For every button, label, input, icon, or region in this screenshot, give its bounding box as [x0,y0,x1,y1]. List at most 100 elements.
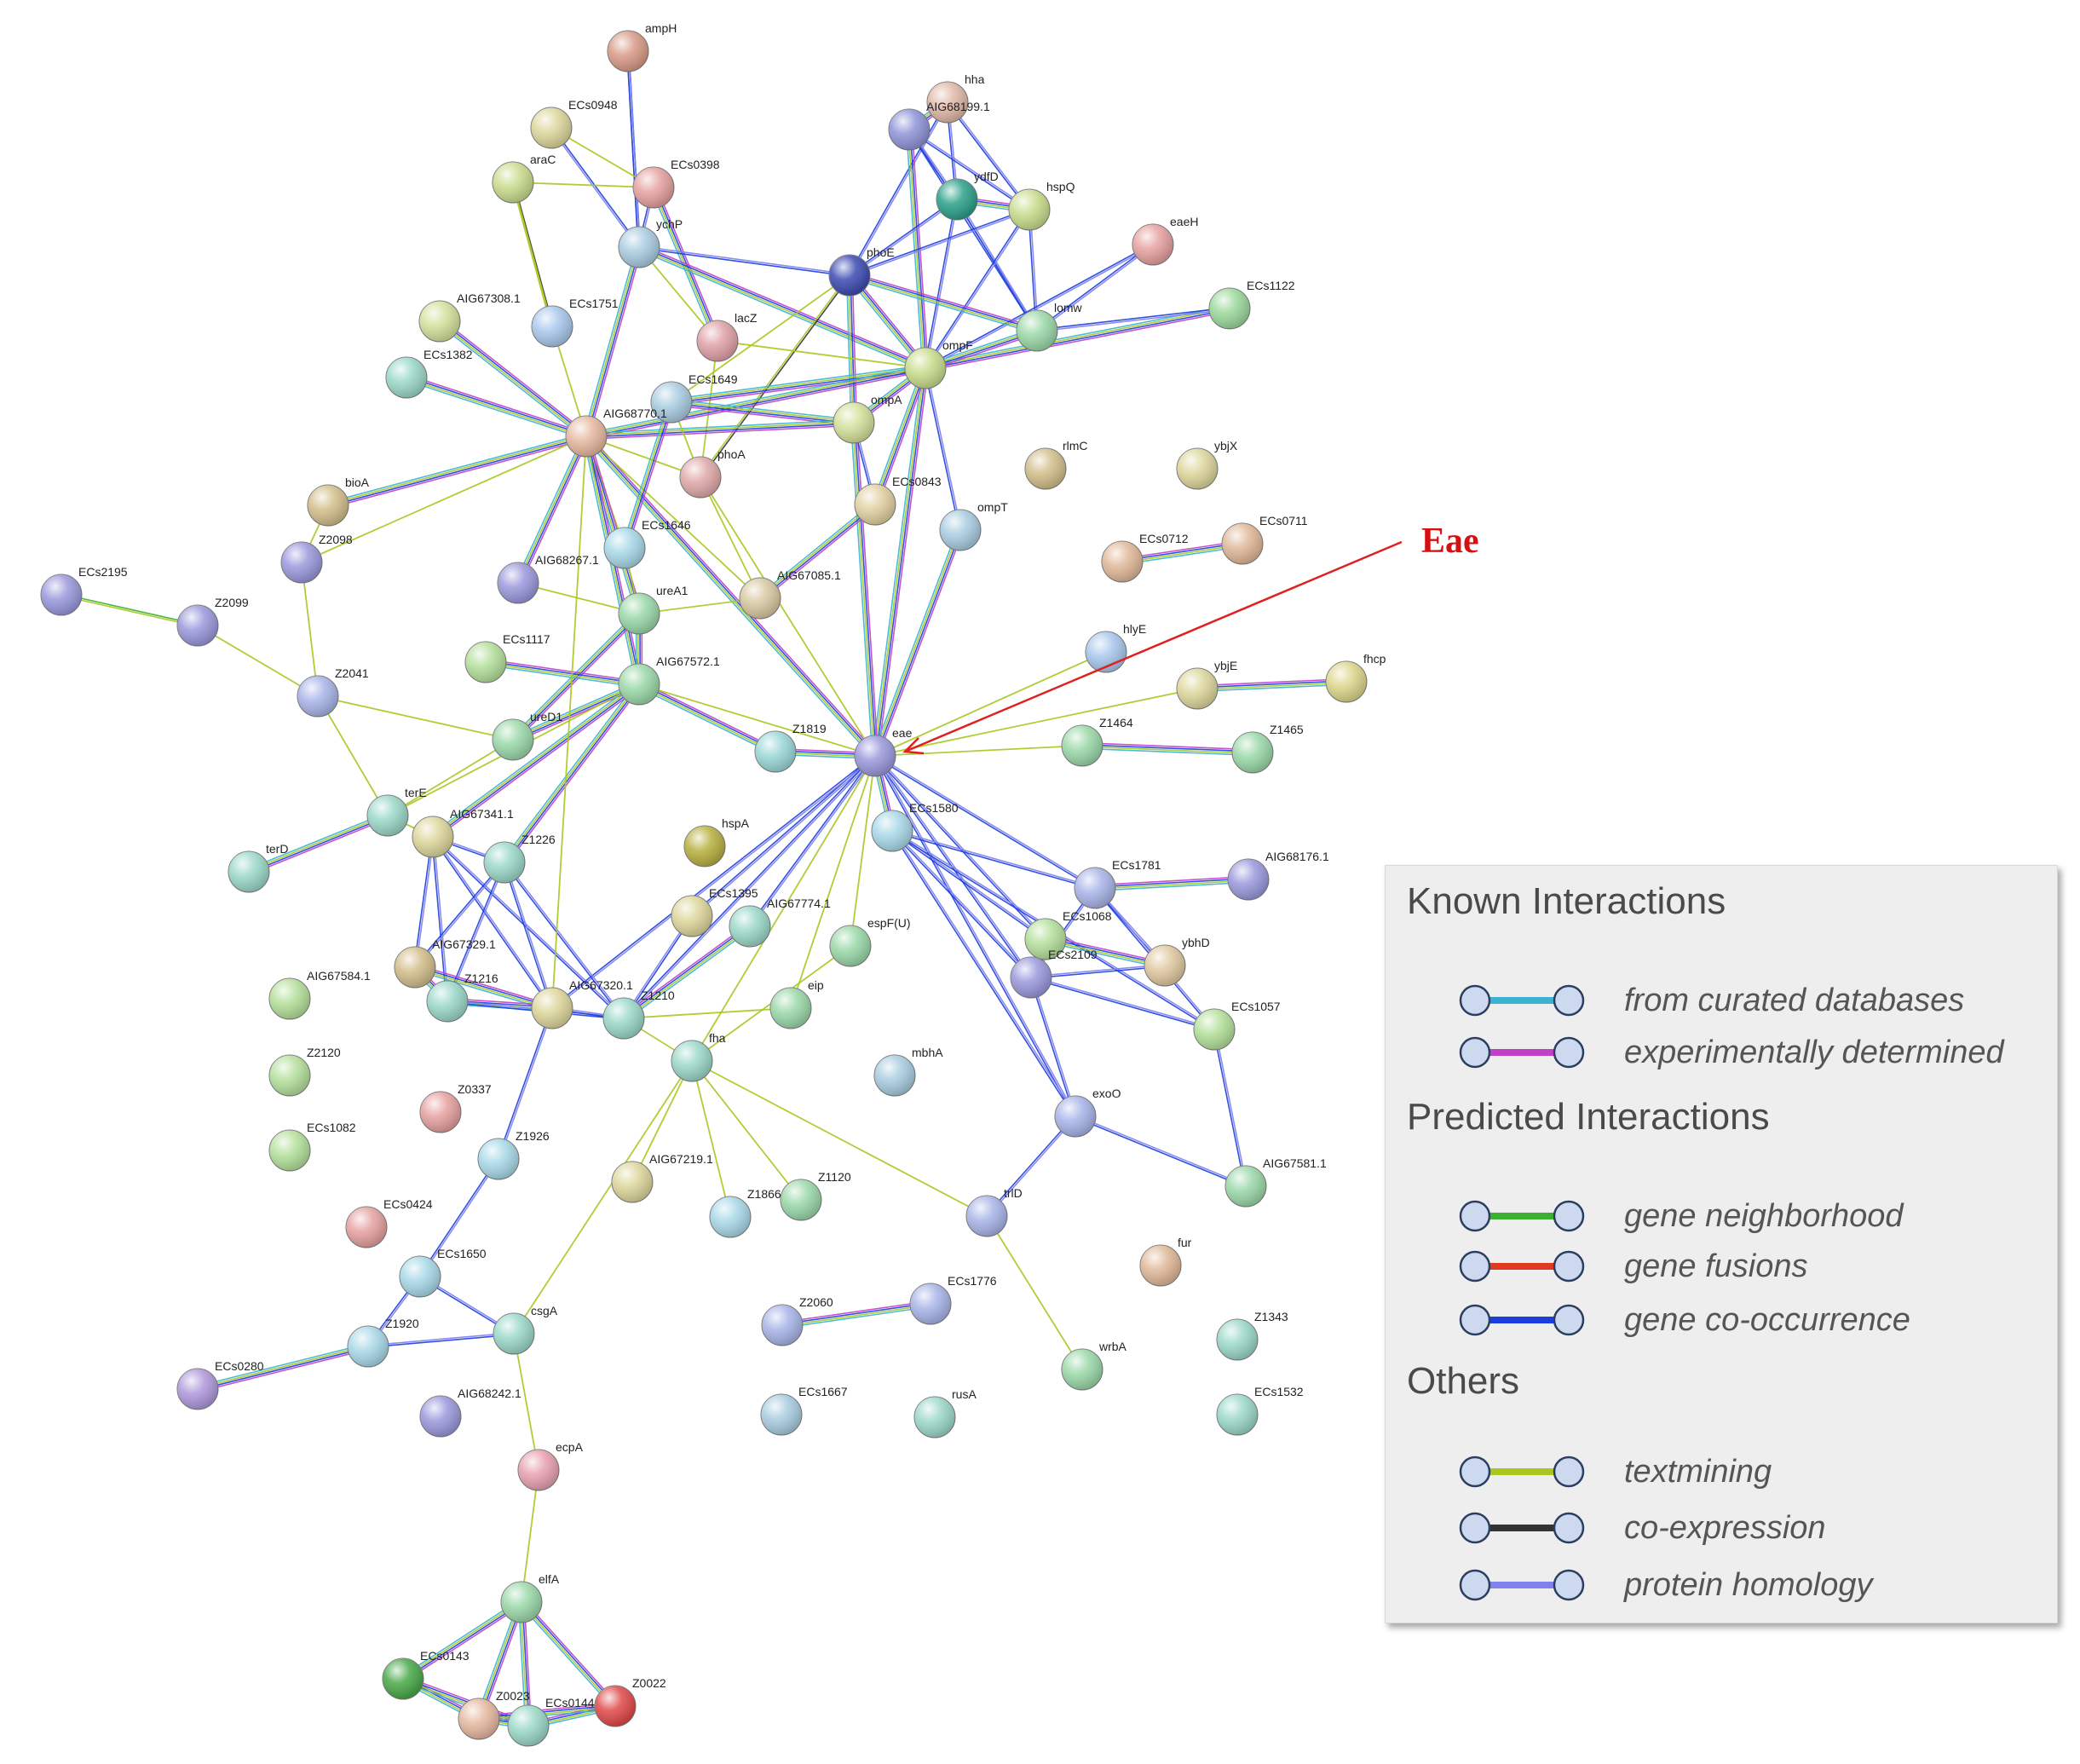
node-ECs1068[interactable]: ECs1068 [1024,909,1112,960]
node-ECs0712[interactable]: ECs0712 [1101,532,1189,583]
node-AIG68242.1[interactable]: AIG68242.1 [419,1386,521,1438]
node-mbhA[interactable]: mbhA [873,1046,943,1097]
node-Z2120[interactable]: Z2120 [268,1046,341,1097]
node-eae[interactable]: eae [854,726,913,777]
node-exoO[interactable]: exoO [1054,1087,1121,1138]
node-ECs1751[interactable]: ECs1751 [531,297,619,348]
node-AIG68199.1[interactable]: AIG68199.1 [888,100,990,151]
node-rlmC[interactable]: rlmC [1024,439,1088,490]
node-fhcp[interactable]: fhcp [1325,652,1386,703]
node-eaeH[interactable]: eaeH [1132,215,1198,266]
node-trlD[interactable]: trlD [965,1186,1023,1237]
node-Z1866[interactable]: Z1866 [709,1187,781,1238]
node-ECs0711[interactable]: ECs0711 [1221,514,1308,565]
node-elfA[interactable]: elfA [500,1572,560,1623]
node-araC[interactable]: araC [492,153,556,204]
node-ompT[interactable]: ompT [939,500,1008,551]
node-phoA[interactable]: phoA [679,447,746,499]
node-ybhD[interactable]: ybhD [1144,936,1210,987]
node-Z2041[interactable]: Z2041 [297,666,369,718]
node-AIG67584.1[interactable]: AIG67584.1 [268,969,371,1020]
node-ECs1646[interactable]: ECs1646 [603,518,691,569]
node-ureA1[interactable]: ureA1 [618,584,689,635]
node-Z1926[interactable]: Z1926 [477,1129,550,1180]
node-AIG68770.1[interactable]: AIG68770.1 [565,406,667,458]
node-ECs0948[interactable]: ECs0948 [530,98,618,149]
node-rusA[interactable]: rusA [913,1387,977,1438]
node-ECs1395[interactable]: ECs1395 [671,886,758,937]
node-fha[interactable]: fha [671,1031,726,1082]
node-ecpA[interactable]: ecpA [517,1440,584,1491]
node-Z1216[interactable]: Z1216 [426,971,498,1023]
node-Z2099[interactable]: Z2099 [176,596,249,647]
node-hha[interactable]: hha [926,72,985,124]
node-ECs0144[interactable]: ECs0144 [507,1696,595,1747]
node-Z1920[interactable]: Z1920 [347,1317,419,1368]
node-ydfD[interactable]: ydfD [936,170,999,221]
node-Z0023[interactable]: Z0023 [458,1689,530,1740]
node-csgA[interactable]: csgA [493,1304,558,1355]
node-ECs1650[interactable]: ECs1650 [399,1247,487,1298]
node-lacZ[interactable]: lacZ [696,311,758,362]
node-AIG67329.1[interactable]: AIG67329.1 [394,937,496,989]
node-Z1464[interactable]: Z1464 [1061,716,1133,767]
node-hlyE[interactable]: hlyE [1085,622,1146,673]
node-AIG67774.1[interactable]: AIG67774.1 [729,896,831,948]
node-ybjX[interactable]: ybjX [1176,439,1238,490]
node-ECs1532[interactable]: ECs1532 [1216,1385,1304,1436]
node-AIG67320.1[interactable]: AIG67320.1 [531,978,633,1029]
node-ECs1117[interactable]: ECs1117 [464,632,550,683]
node-AIG67581.1[interactable]: AIG67581.1 [1224,1156,1327,1208]
node-Z0022[interactable]: Z0022 [594,1676,666,1727]
node-AIG67219.1[interactable]: AIG67219.1 [611,1152,713,1203]
node-ybjE[interactable]: ybjE [1176,659,1237,710]
node-ECs1776[interactable]: ECs1776 [909,1274,997,1325]
node-Z2060[interactable]: Z2060 [761,1295,833,1346]
node-ECs1382[interactable]: ECs1382 [385,348,473,399]
node-terD[interactable]: terD [228,842,288,893]
node-espF(U)[interactable]: espF(U) [829,916,911,967]
node-AIG67572.1[interactable]: AIG67572.1 [618,654,720,706]
node-ECs0843[interactable]: ECs0843 [854,475,942,526]
node-Z1120[interactable]: Z1120 [780,1170,851,1221]
node-wrbA[interactable]: wrbA [1061,1340,1127,1391]
node-ompF[interactable]: ompF [904,338,973,389]
node-AIG68267.1[interactable]: AIG68267.1 [497,553,599,604]
node-ECs2109[interactable]: ECs2109 [1010,948,1098,999]
node-hspA[interactable]: hspA [683,816,750,868]
node-ECs1667[interactable]: ECs1667 [760,1385,848,1436]
node-Z2098[interactable]: Z2098 [280,533,353,584]
node-Z1343[interactable]: Z1343 [1216,1310,1288,1361]
node-ECs0424[interactable]: ECs0424 [345,1197,433,1248]
node-Z1210[interactable]: Z1210 [602,989,675,1040]
node-AIG67085.1[interactable]: AIG67085.1 [739,568,841,620]
node-ampH[interactable]: ampH [607,21,677,72]
node-terE[interactable]: terE [366,786,427,837]
node-bioA[interactable]: bioA [307,476,370,527]
node-ECs1781[interactable]: ECs1781 [1074,858,1161,909]
node-lomw[interactable]: lomw [1016,301,1083,352]
node-ECs0280[interactable]: ECs0280 [176,1359,264,1410]
node-Z1465[interactable]: Z1465 [1231,723,1304,774]
node-ECs2195[interactable]: ECs2195 [40,565,128,616]
node-ECs1082[interactable]: ECs1082 [268,1121,356,1172]
node-fur[interactable]: fur [1139,1236,1192,1287]
node-phoE[interactable]: phoE [828,245,895,297]
node-AIG68176.1[interactable]: AIG68176.1 [1227,850,1329,901]
node-Z1819[interactable]: Z1819 [754,722,827,773]
node-AIG67341.1[interactable]: AIG67341.1 [412,807,514,858]
node-ureD1[interactable]: ureD1 [492,710,562,761]
node-ECs1649[interactable]: ECs1649 [650,372,738,424]
node-ECs1122[interactable]: ECs1122 [1208,279,1295,330]
node-Z0337[interactable]: Z0337 [419,1082,492,1133]
node-AIG67308.1[interactable]: AIG67308.1 [418,291,521,343]
node-hspQ[interactable]: hspQ [1008,180,1075,231]
node-ECs0398[interactable]: ECs0398 [632,158,720,209]
node-ECs1057[interactable]: ECs1057 [1193,1000,1281,1051]
node-ECs1580[interactable]: ECs1580 [871,801,959,852]
node-ychP[interactable]: ychP [618,217,683,268]
node-Z1226[interactable]: Z1226 [483,833,556,884]
node-ompA[interactable]: ompA [833,393,902,444]
node-eip[interactable]: eip [769,978,824,1029]
node-ECs0143[interactable]: ECs0143 [382,1649,470,1700]
